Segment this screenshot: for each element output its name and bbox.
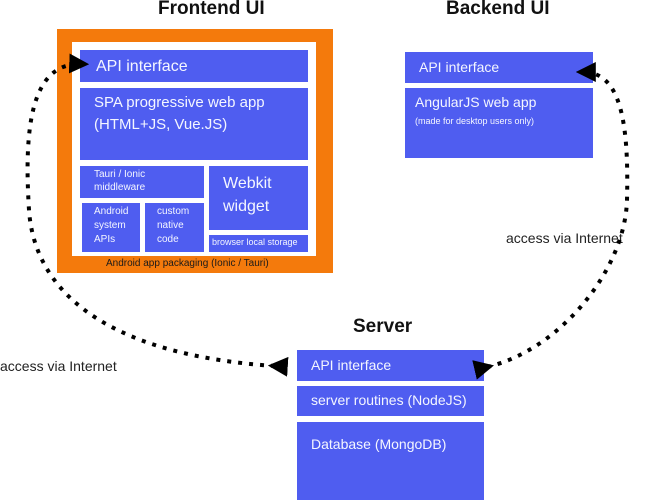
server-title: Server [353, 316, 413, 337]
backend-title: Backend UI [446, 0, 550, 19]
database-label: Database (MongoDB) [311, 436, 447, 452]
backend-server-connection-arrow [472, 62, 630, 380]
server-routines-label: server routines (NodeJS) [311, 392, 467, 408]
frontend-server-connection-arrow [25, 53, 289, 377]
database-box: Database (MongoDB) [297, 422, 484, 500]
server-api-interface: API interface [297, 350, 484, 381]
server-routines-box: server routines (NodeJS) [297, 386, 484, 416]
server-api-interface-label: API interface [311, 357, 392, 373]
frontend-title: Frontend UI [158, 0, 265, 19]
